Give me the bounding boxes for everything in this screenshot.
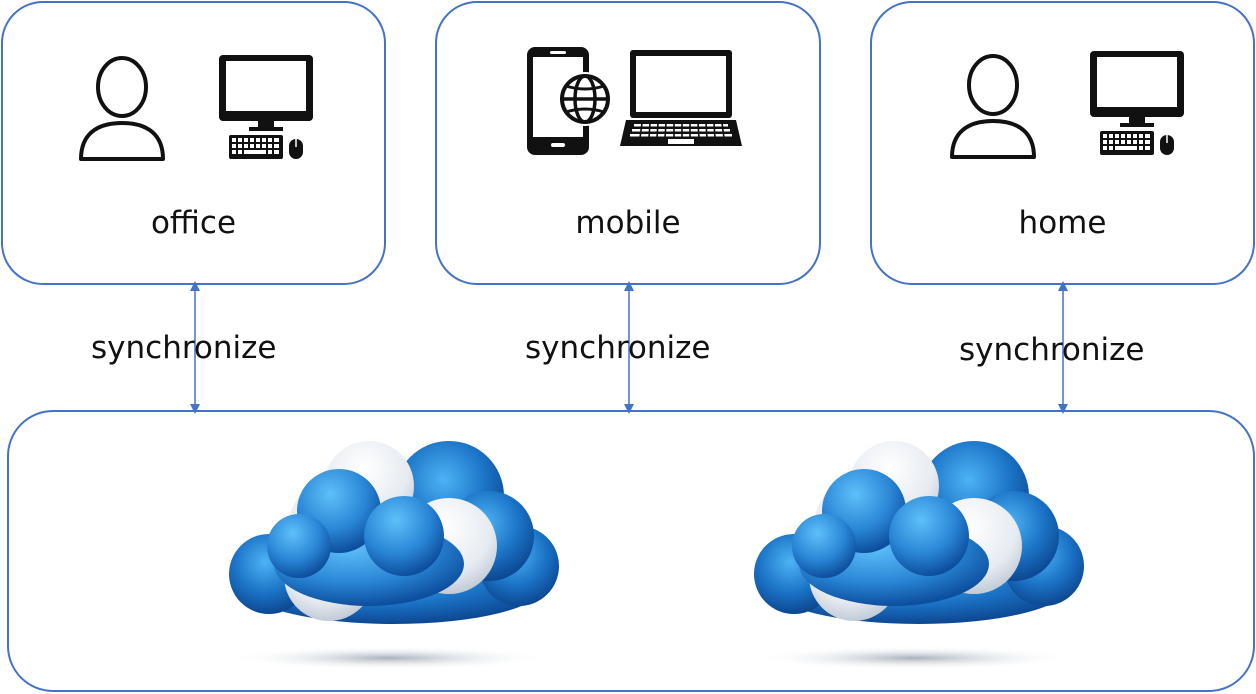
user-icon (950, 54, 1036, 159)
sync-label-home: synchronize (959, 332, 1145, 368)
sync-label-office: synchronize (91, 330, 277, 366)
home-node: home (870, 1, 1255, 285)
mobile-node: mobile (435, 1, 821, 285)
office-label: office (150, 205, 237, 241)
desktop-computer-icon (1090, 51, 1184, 155)
laptop-icon (620, 50, 742, 146)
cloud-icon (754, 441, 1084, 670)
smartphone-globe-icon (527, 47, 612, 155)
cloud-icon (229, 441, 559, 670)
sync-label-mobile: synchronize (525, 330, 711, 366)
user-icon (79, 56, 165, 161)
mobile-label: mobile (575, 205, 681, 241)
desktop-computer-icon (219, 55, 313, 159)
home-label: home (1018, 205, 1107, 241)
cloud-area (7, 410, 1255, 692)
office-node: office (1, 1, 386, 285)
